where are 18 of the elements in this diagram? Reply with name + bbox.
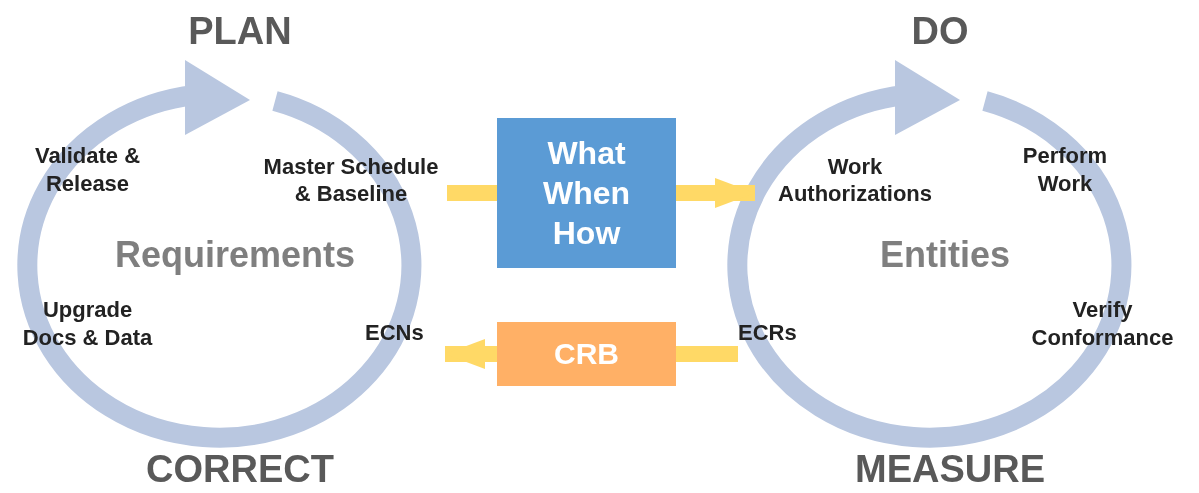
- arrow: [676, 178, 755, 208]
- stage-title: CORRECT: [145, 447, 335, 492]
- stage-title: MEASURE: [854, 447, 1046, 492]
- stage-title: DO: [910, 9, 970, 54]
- stage-title: PLAN: [187, 9, 293, 54]
- step-label: ECRs: [738, 319, 797, 347]
- cycle-title: Entities: [879, 233, 1011, 277]
- step-label: Upgrade Docs & Data: [21, 296, 154, 351]
- step-label: Master Schedule & Baseline: [262, 152, 440, 208]
- step-label: Perform Work: [1021, 142, 1109, 197]
- step-label: ECNs: [365, 319, 424, 347]
- process-box: What When How: [497, 118, 676, 268]
- step-label: Work Authorizations: [777, 152, 933, 208]
- step-label: Verify Conformance: [1030, 296, 1175, 351]
- step-label: Validate & Release: [33, 142, 142, 197]
- process-box: CRB: [497, 322, 676, 386]
- arrow: [445, 339, 497, 369]
- cycle-title: Requirements: [113, 233, 357, 277]
